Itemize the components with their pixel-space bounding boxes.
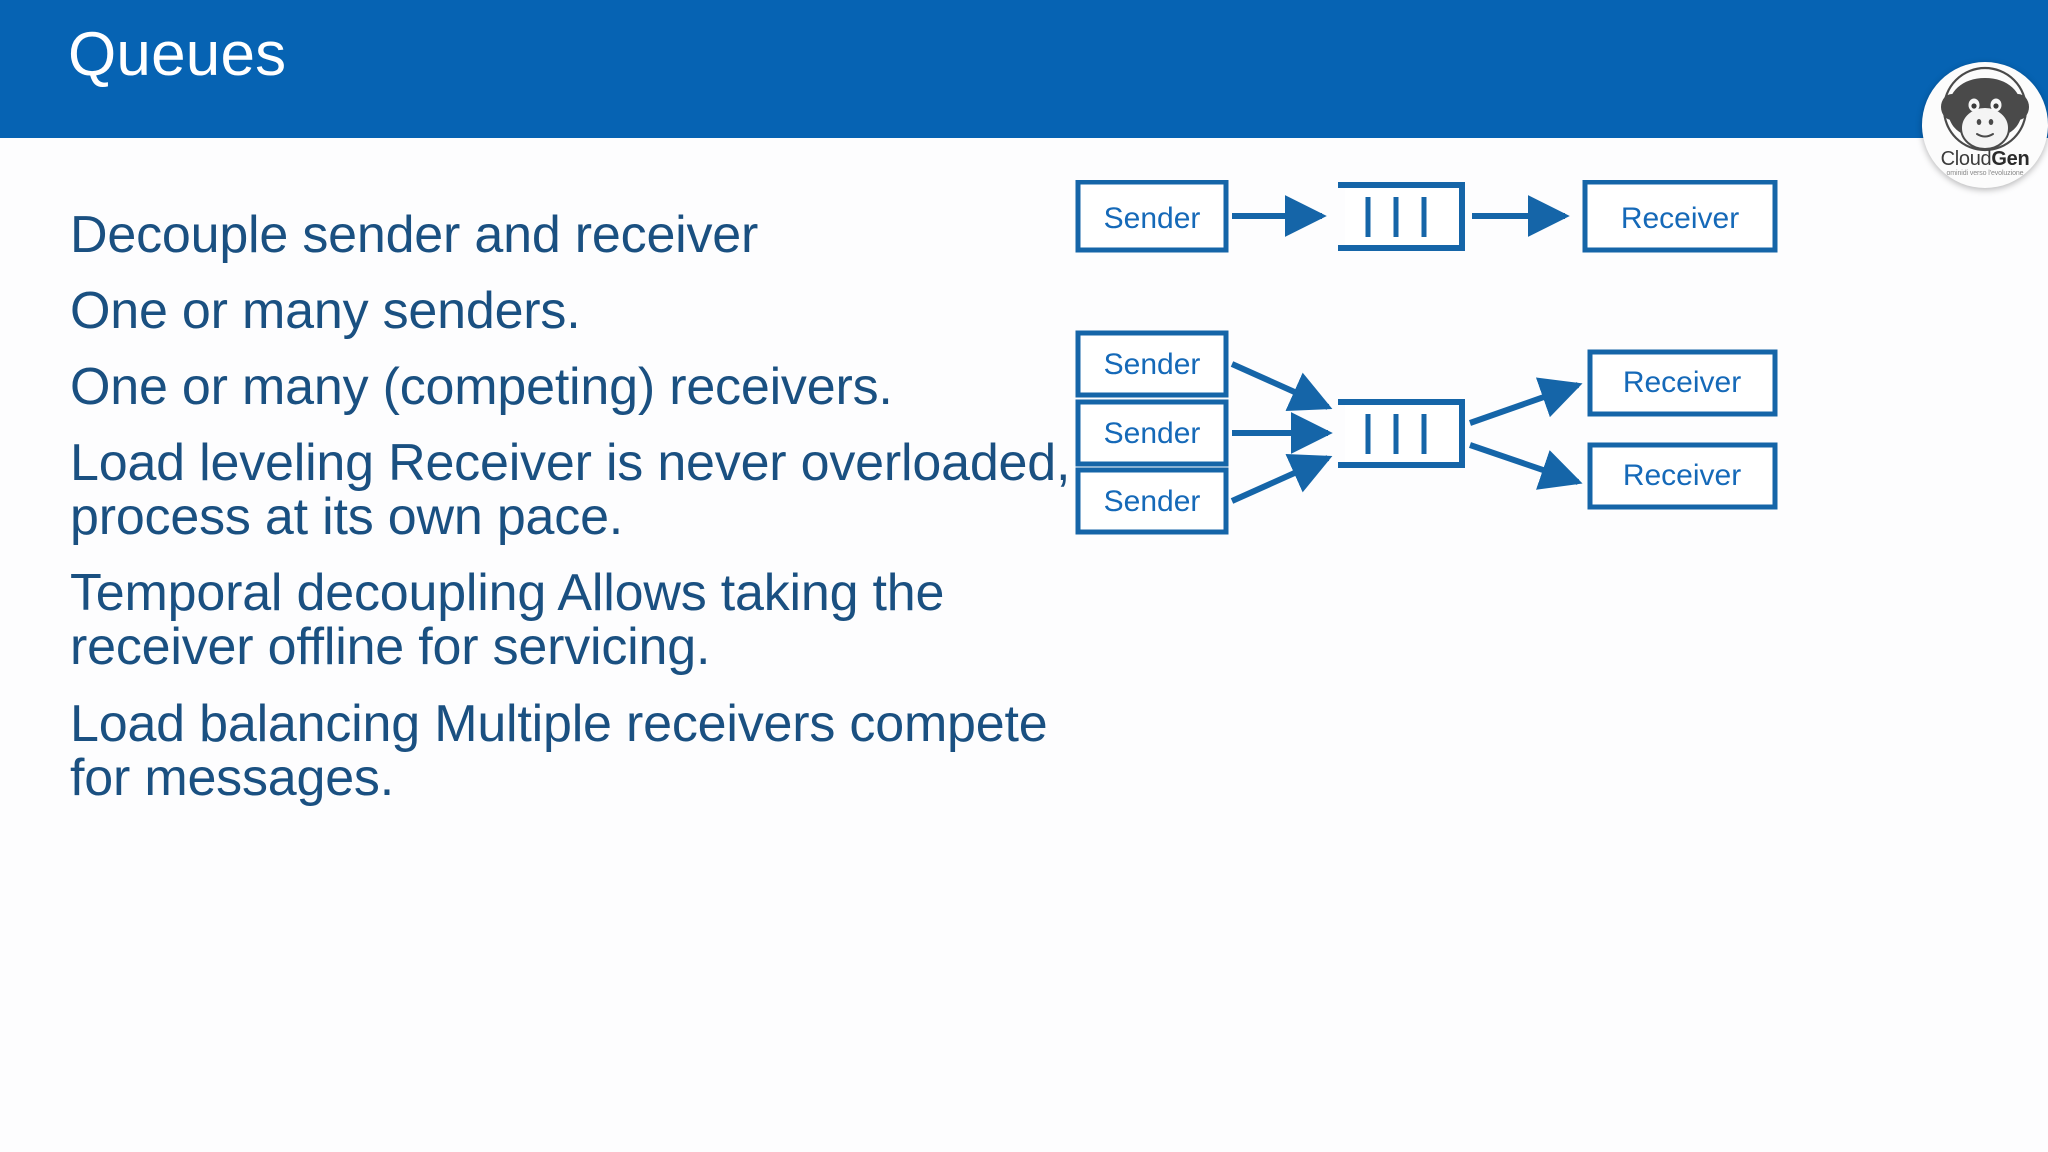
- arrow-queue-to-receiver2: [1469, 442, 1583, 490]
- arrow-sender1-to-queue: [1230, 361, 1333, 411]
- receiver-box-label: Receiver: [1621, 202, 1739, 235]
- receiver-box-label: Receiver: [1623, 366, 1741, 399]
- receiver-box-2a: Receiver: [1587, 349, 1778, 417]
- receiver-box-1: Receiver: [1582, 180, 1778, 253]
- queue-box-2: [1338, 399, 1465, 468]
- receiver-box-label: Receiver: [1623, 459, 1741, 492]
- sender-box-label: Sender: [1104, 417, 1201, 450]
- sender-box-1: Sender: [1075, 180, 1229, 253]
- slide-header-band: [0, 0, 2048, 138]
- list-item: Temporal decoupling Allows taking the re…: [70, 564, 945, 677]
- list-item: One or many (competing) receivers.: [70, 358, 893, 417]
- diagram-multi-flow: Sender Sender Sender Re: [1075, 330, 1778, 535]
- diagram-single-flow: Sender Receiver: [1075, 180, 1778, 253]
- logo-word-gen: Gen: [1991, 148, 2030, 170]
- queue-diagrams: Sender Receiver Sender Send: [1075, 180, 1778, 535]
- page-title: Queues: [68, 20, 287, 89]
- arrow-queue-to-receiver1: [1469, 377, 1583, 426]
- sender-box-2a: Sender: [1075, 330, 1229, 398]
- sender-box-label: Sender: [1104, 202, 1201, 235]
- sender-box-label: Sender: [1104, 485, 1201, 518]
- logo-wordmark: CloudGen: [1922, 148, 2048, 171]
- logo-word-cloud: Cloud: [1940, 148, 1992, 170]
- list-item: Load balancing Multiple receivers compet…: [70, 694, 1048, 807]
- sender-box-2b: Sender: [1075, 399, 1229, 467]
- logo-badge: CloudGen ominidi verso l'evoluzione: [1922, 62, 2048, 188]
- sender-box-label: Sender: [1104, 348, 1201, 381]
- receiver-box-2b: Receiver: [1587, 442, 1778, 510]
- list-item: Decouple sender and receiver: [70, 206, 759, 264]
- list-item: One or many senders.: [70, 282, 581, 341]
- monkey-face-icon: [1941, 66, 2029, 152]
- list-item: Load leveling Receiver is never overload…: [70, 434, 1071, 547]
- arrow-sender3-to-queue: [1230, 454, 1333, 504]
- queue-box-1: [1338, 182, 1465, 251]
- cloudgen-logo: CloudGen ominidi verso l'evoluzione: [1922, 62, 2048, 188]
- logo-tagline: ominidi verso l'evoluzione: [1946, 170, 2024, 177]
- bullet-list: Decouple sender and receiver One or many…: [70, 208, 1080, 827]
- sender-box-2c: Sender: [1075, 467, 1229, 535]
